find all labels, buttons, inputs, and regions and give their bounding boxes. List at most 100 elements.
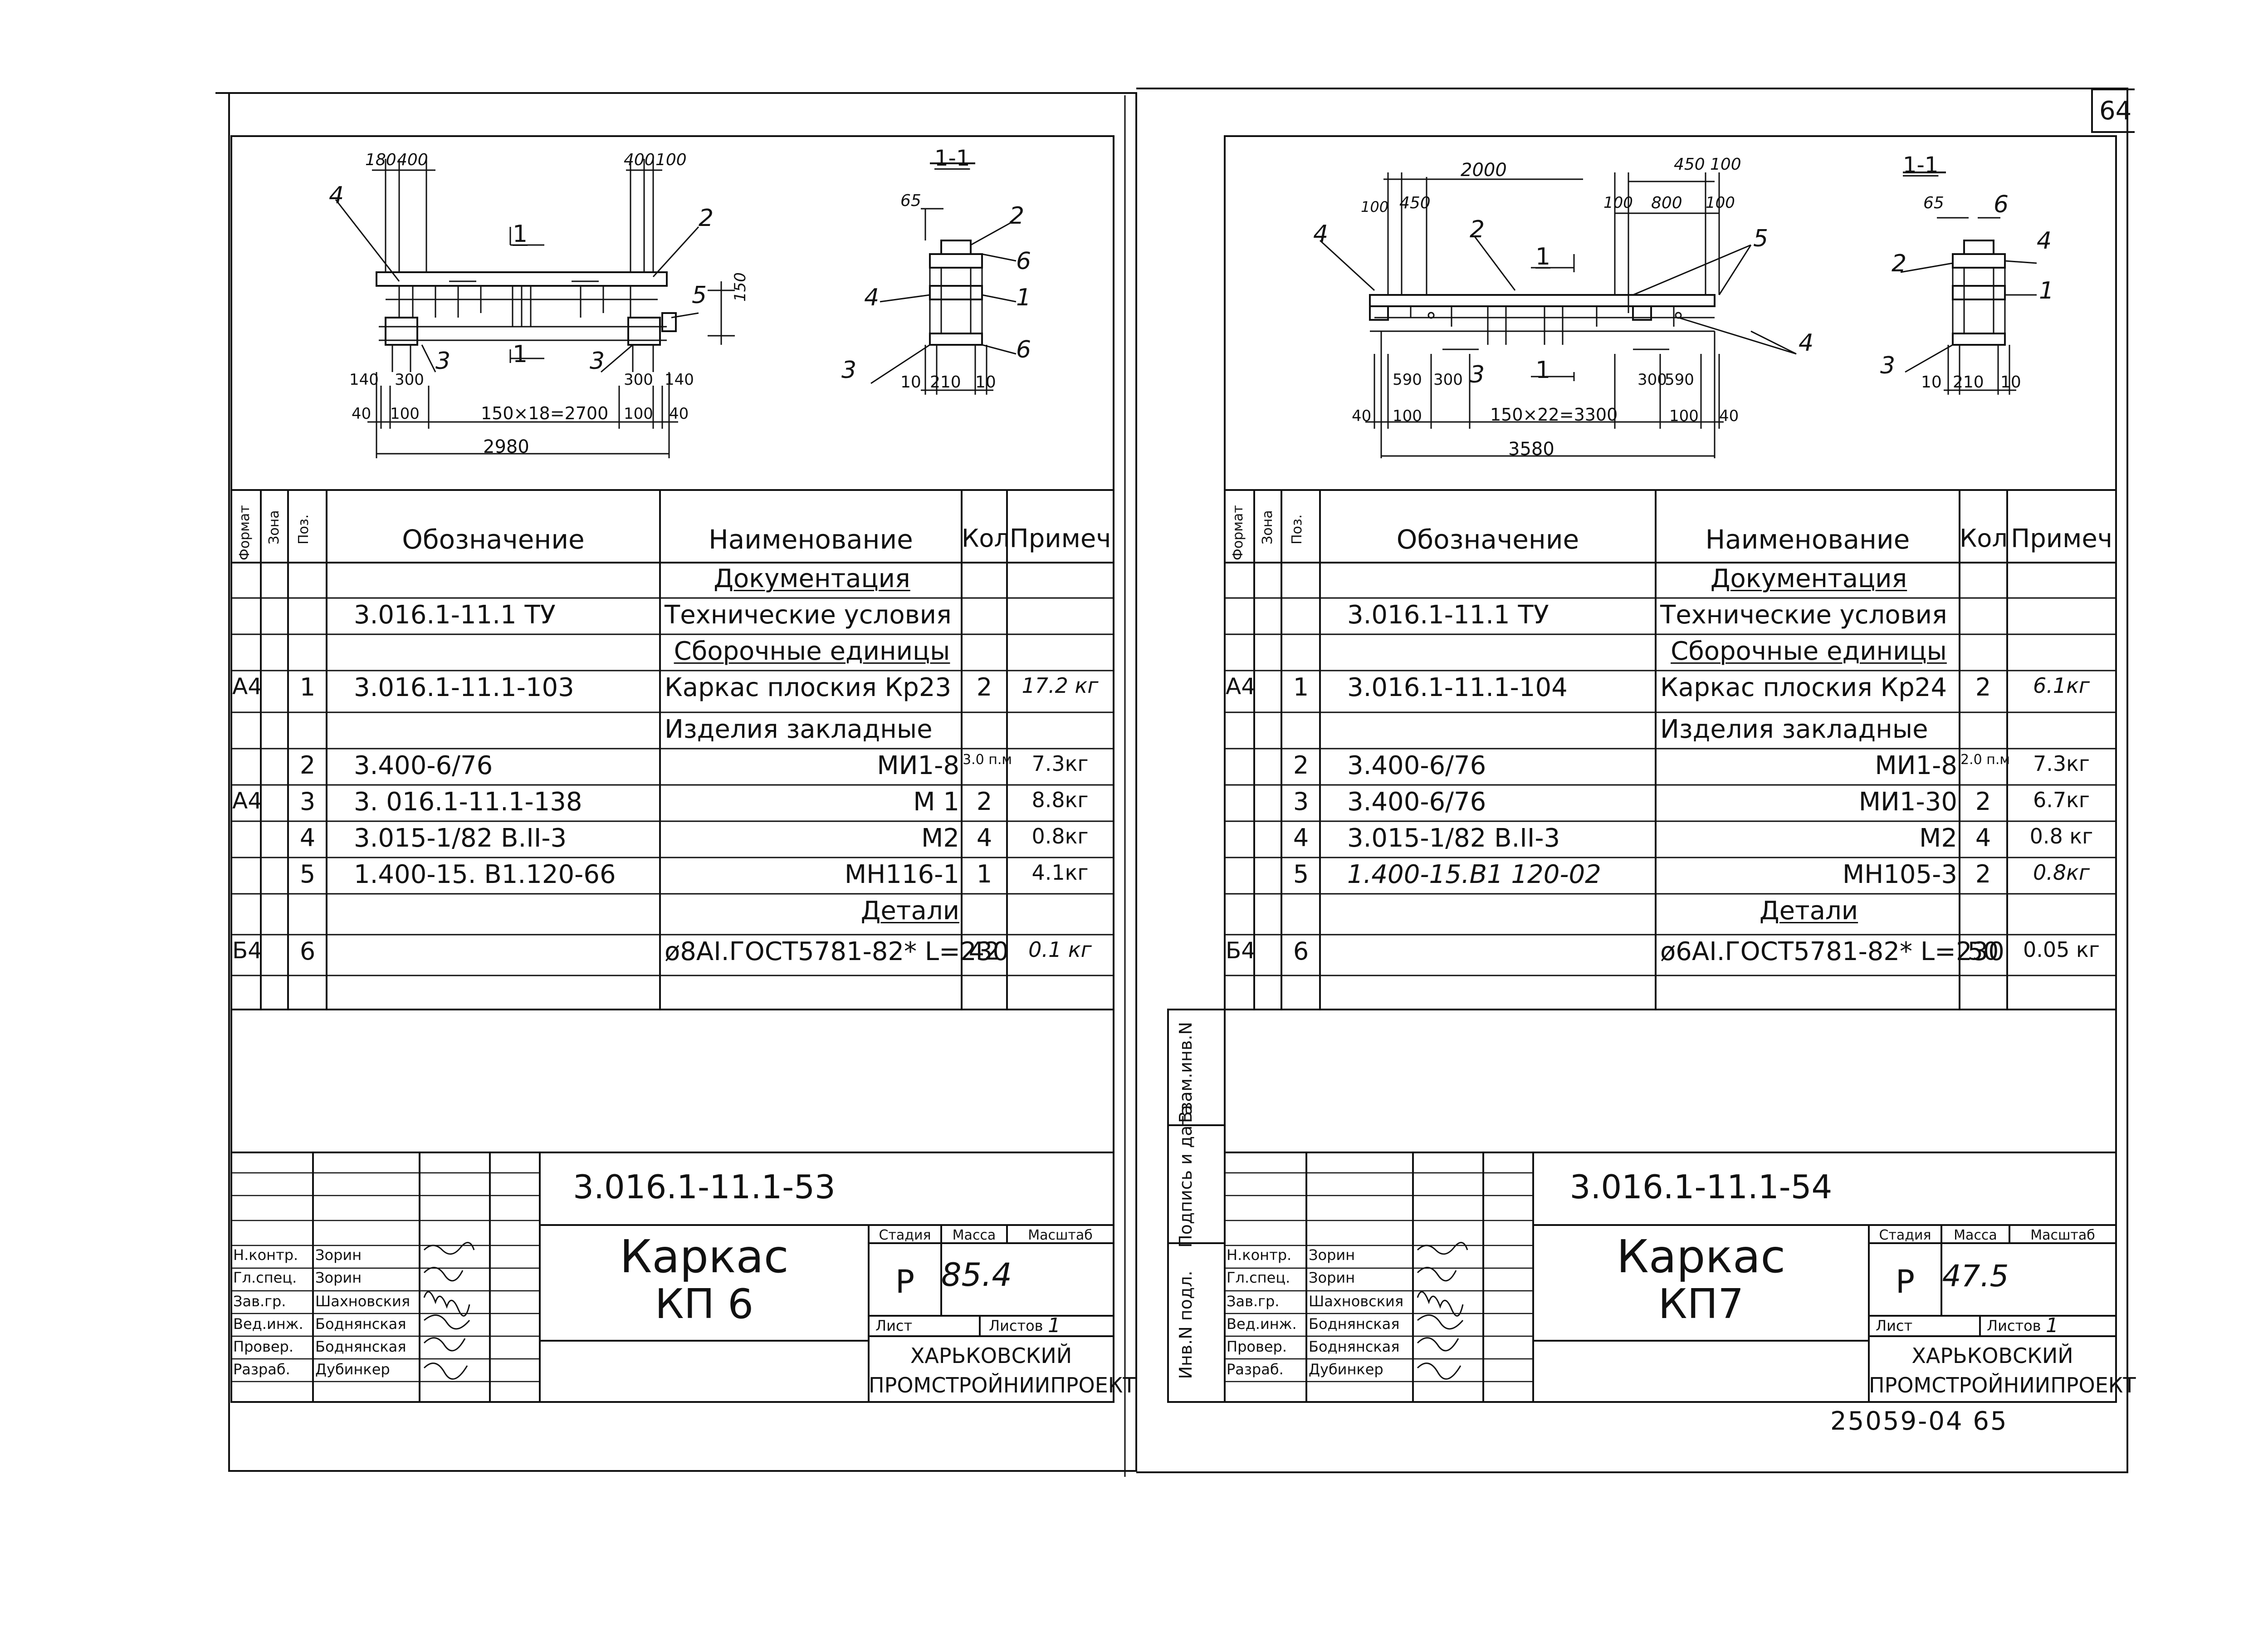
cell-designation: 3.400-6/76: [1347, 751, 1486, 780]
cell-position: 2: [299, 751, 316, 779]
cell-quantity: 2: [1975, 860, 1991, 888]
dim-label: 40: [352, 405, 371, 423]
cell-note: 0.8 кг: [2029, 824, 2093, 848]
cell-name: Каркас плоския Кр23: [665, 673, 952, 702]
header-zona: Зона: [1260, 510, 1276, 544]
callout-5: 5: [1753, 225, 1769, 252]
dim-label: 10: [900, 373, 921, 392]
dim-label: 100: [1669, 407, 1699, 425]
cell-name: Сборочные единицы: [674, 637, 950, 666]
callout-4: 4: [2037, 227, 2052, 255]
header-poz: Поз.: [1289, 514, 1305, 544]
cell-position: 3: [1293, 787, 1309, 816]
left-title-line1: Каркас: [620, 1230, 789, 1283]
cell-quantity: 1: [976, 860, 992, 888]
signer-name: Боднянская: [1309, 1338, 1400, 1355]
cell-note: 7.3кг: [1031, 751, 1089, 776]
signer-name: Боднянская: [1309, 1315, 1400, 1333]
header-kol: Кол: [962, 524, 1010, 553]
right-section: [1900, 172, 2037, 395]
cell-position: 6: [1293, 937, 1309, 966]
left-org-line2: ПРОМСТРОЙНИИПРОЕКТ: [869, 1373, 1136, 1397]
cell-format: А4: [232, 673, 263, 700]
dim-label: 300: [624, 371, 653, 389]
callout-1: 1: [1016, 284, 1031, 311]
cell-name: Сборочные единицы: [1671, 637, 1947, 666]
dim-label: 2980: [483, 436, 529, 457]
dim-label: 800: [1651, 194, 1682, 212]
footer-stamp: 25059-04 65: [1830, 1407, 2008, 1436]
signer-role: Н.контр.: [1227, 1246, 1292, 1264]
callout-3: 3: [435, 348, 451, 375]
dim-label: 300: [1637, 371, 1667, 389]
cell-note: 6.7кг: [2033, 788, 2090, 812]
cell-format: Б4: [1226, 937, 1256, 964]
cell-name: Изделия закладные: [1660, 715, 1928, 744]
dim-label: 450: [1674, 155, 1705, 174]
cell-quantity: 3.0 п.м: [963, 752, 1012, 768]
header-naimenovanie: Наименование: [1705, 524, 1910, 555]
dim-label: 40: [1719, 407, 1739, 425]
cell-designation: 1.400-15. В1.120-66: [354, 860, 616, 889]
cell-name: ø8АI.ГОСТ5781-82* L=230: [665, 937, 1009, 966]
cell-note: 0.8кг: [2033, 860, 2090, 885]
signer-name: Зорин: [1309, 1269, 1355, 1286]
cell-designation: 3.015-1/82 В.II-3: [354, 823, 567, 853]
dim-label: 590: [1393, 371, 1422, 389]
callout-3: 3: [841, 357, 857, 384]
signer-role: Разраб.: [1227, 1361, 1284, 1378]
right-title-line2: КП7: [1658, 1280, 1744, 1328]
callout-1: 1: [513, 221, 528, 248]
header-kol: Кол: [1960, 524, 2008, 553]
callout-4: 4: [1313, 221, 1329, 248]
cell-name: Технические условия: [1660, 600, 1947, 630]
section-label: 1-1: [934, 146, 970, 171]
header-poz: Поз.: [296, 514, 312, 544]
cell-position: 4: [1293, 823, 1309, 852]
side-label-vzam: Взам.инв.N: [1176, 1022, 1196, 1123]
header-format: Формат: [1230, 505, 1246, 560]
cell-quantity: 2: [1975, 787, 1991, 816]
dim-label: 100: [1603, 194, 1633, 212]
callout-3: 3: [590, 348, 605, 375]
header-naimenovanie: Наименование: [709, 524, 913, 555]
signer-role: Разраб.: [233, 1361, 290, 1378]
signer-role: Зав.гр.: [233, 1293, 286, 1310]
right-label-list: Лист: [1876, 1317, 1913, 1334]
cell-position: 1: [1293, 673, 1309, 701]
signer-role: Вед.инж.: [233, 1315, 303, 1333]
dim-label: 100: [1361, 198, 1389, 216]
cell-note: 4.1кг: [1031, 860, 1089, 885]
cell-quantity: 4: [976, 823, 992, 852]
header-primech: Примеч: [2011, 524, 2112, 554]
right-label-masshtab: Масштаб: [2030, 1227, 2095, 1243]
callout-6: 6: [1016, 248, 1031, 275]
dim-label: 40: [669, 405, 689, 423]
dim-label: 10: [975, 373, 996, 392]
cell-name: Документация: [714, 564, 910, 593]
callout-5: 5: [692, 282, 707, 309]
cell-designation: 3.400-6/76: [1347, 787, 1486, 817]
cell-quantity: 42: [968, 937, 1000, 966]
cell-note: 7.3кг: [2033, 751, 2090, 776]
cell-name: М2: [1919, 823, 1957, 853]
signer-name: Зорин: [315, 1246, 362, 1264]
dim-label: 100: [624, 405, 653, 423]
cell-designation: 3.016.1-11.1-103: [354, 673, 574, 702]
header-oboznachenie: Обозначение: [1396, 524, 1579, 555]
header-zona: Зона: [266, 510, 282, 544]
signer-name: Боднянская: [315, 1315, 406, 1333]
left-label-list: Лист: [875, 1317, 913, 1334]
callout-6: 6: [1994, 191, 2009, 218]
cell-name: М2: [921, 823, 959, 853]
cell-note: 0.1 кг: [1028, 937, 1092, 962]
dim-label: 3580: [1508, 439, 1554, 460]
left-section: [870, 162, 1017, 395]
right-mass-value: 47.5: [1942, 1259, 2009, 1294]
cell-note: 0.05 кг: [2023, 937, 2100, 962]
dim-label: 300: [1433, 371, 1463, 389]
dim-label: 100: [1710, 155, 1741, 174]
cell-quantity: 50: [1967, 937, 1999, 966]
dim-label: 150: [731, 272, 749, 302]
